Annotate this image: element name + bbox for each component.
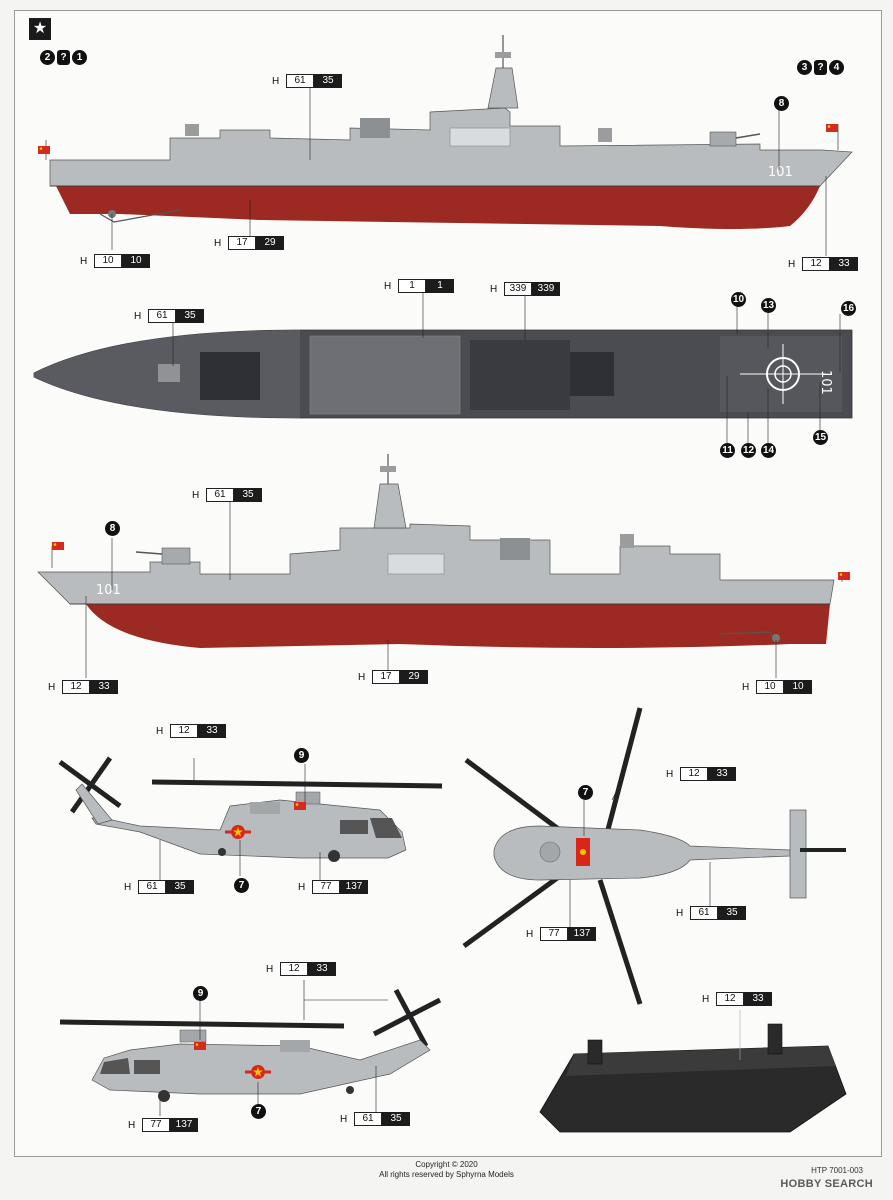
svg-text:101: 101 [96, 583, 121, 598]
copyright-line-1: Copyright © 2020 [415, 1160, 478, 1169]
hull-number: 101 [768, 165, 793, 180]
watermark-logo: HOBBY SEARCH [780, 1178, 873, 1190]
marker-7: 7 [251, 1104, 266, 1119]
marker-13: 13 [761, 298, 776, 313]
unknown-marker: ? [814, 60, 827, 75]
ship-deck-view: 101 [33, 290, 853, 444]
helicopter-side-view-1 [58, 756, 443, 880]
marker-11: 11 [720, 443, 735, 458]
star-icon: ★ [29, 18, 51, 40]
marker: 3 [797, 60, 812, 75]
marker-8: 8 [774, 96, 789, 111]
callout-set-left: 2 ? 1 [40, 50, 87, 65]
marker-10: 10 [731, 292, 746, 307]
svg-text:101: 101 [818, 370, 833, 395]
helicopter-top-view [462, 707, 846, 1005]
ship-side-view-2: 101 [37, 454, 850, 678]
marker-12: 12 [741, 443, 756, 458]
ship-side-view-1: 101 [38, 35, 853, 256]
marker-7: 7 [234, 878, 249, 893]
helicopter-side-view-2 [59, 980, 442, 1116]
marker: 4 [829, 60, 844, 75]
marker-16: 16 [841, 301, 856, 316]
marker: 1 [72, 50, 87, 65]
marker-14: 14 [761, 443, 776, 458]
page-code: HTP 7001-003 [811, 1166, 863, 1175]
display-stand [539, 1010, 847, 1133]
marker-15: 15 [813, 430, 828, 445]
marker-9: 9 [193, 986, 208, 1001]
callout-set-right: 3 ? 4 [797, 60, 844, 75]
unknown-marker: ? [57, 50, 70, 65]
marker-9: 9 [294, 748, 309, 763]
copyright-line-2: All rights reserved by Sphyrna Models [379, 1170, 514, 1179]
marker-7: 7 [578, 785, 593, 800]
marker: 2 [40, 50, 55, 65]
marker-8: 8 [105, 521, 120, 536]
